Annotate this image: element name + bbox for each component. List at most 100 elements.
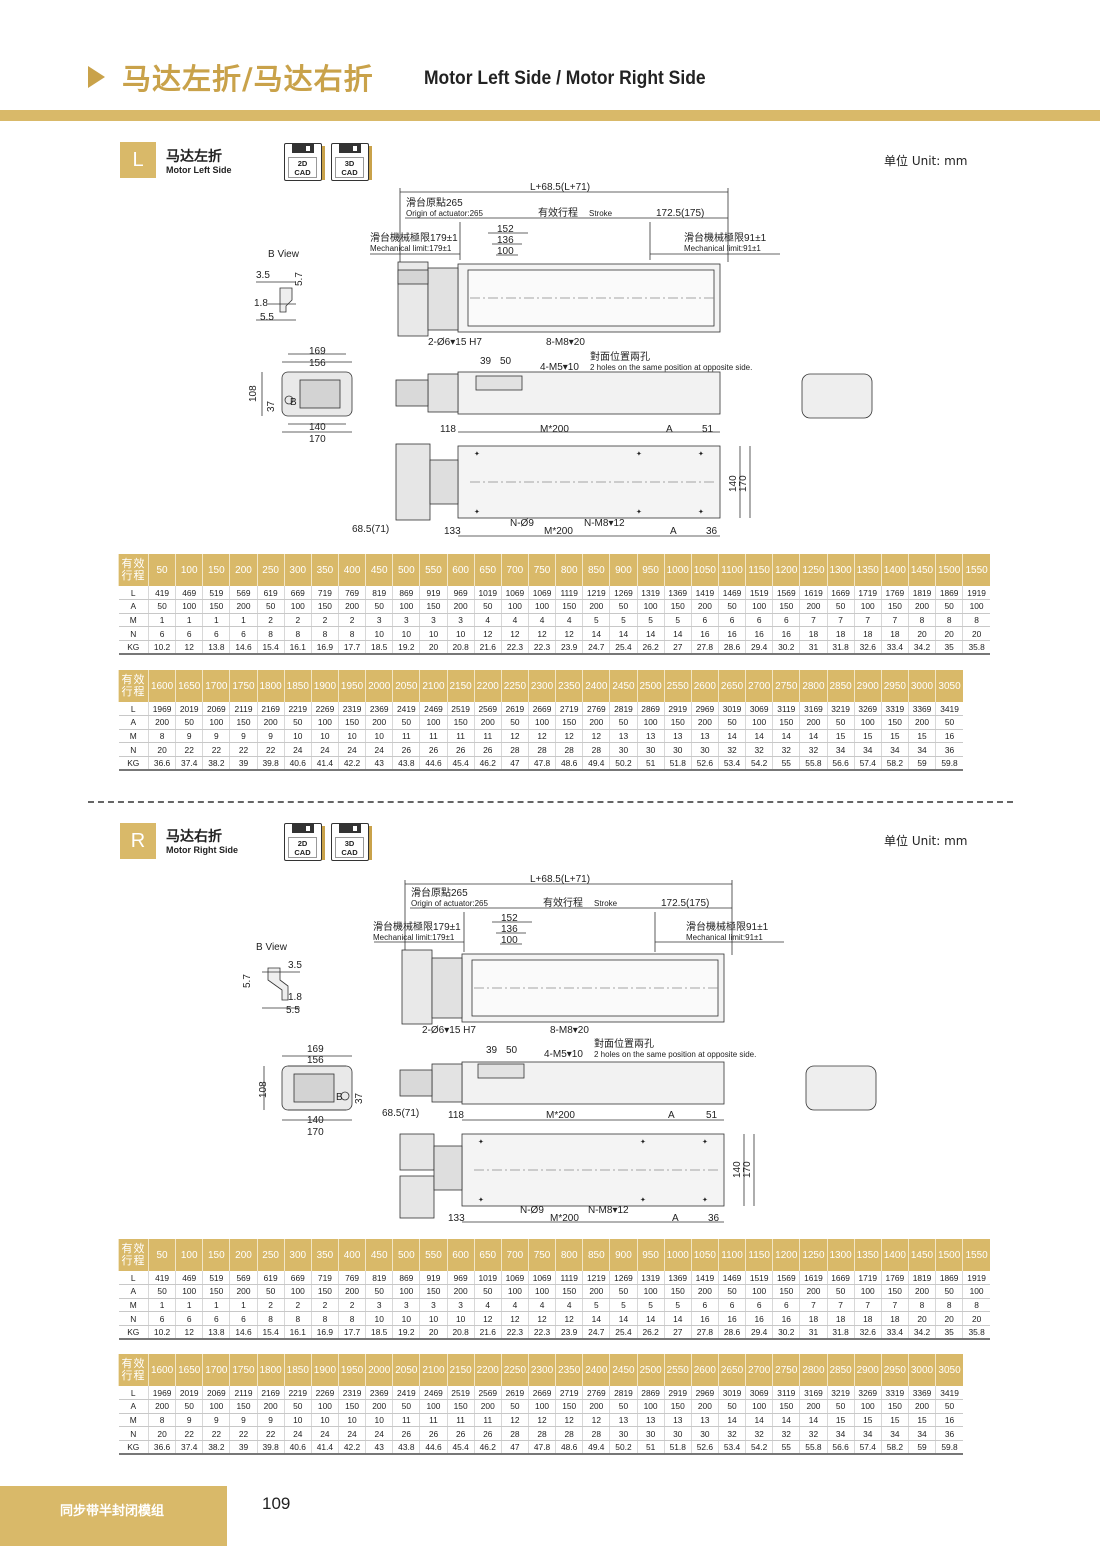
table-cell: 8	[935, 1298, 963, 1313]
table-cell: 15	[880, 729, 909, 744]
table-cell: 100	[283, 1284, 312, 1299]
stroke-header-cell: 1700	[202, 670, 230, 702]
dim-v170: 170	[738, 475, 749, 492]
table-cell: 50	[256, 1284, 285, 1299]
table-cell: 14	[663, 1311, 692, 1326]
table-cell: 24.7	[582, 640, 610, 655]
table-cell: 200	[907, 715, 936, 730]
table-cell: 10	[392, 1311, 420, 1326]
table-cell: 2819	[609, 1386, 638, 1401]
table-cell: 32	[717, 1426, 746, 1441]
stroke-header-cell: 1350	[853, 554, 882, 586]
table-cell: 6	[717, 613, 746, 628]
table-cell: 2419	[392, 702, 420, 717]
b-view-label: B View	[256, 942, 288, 953]
stroke-header-cell: 1550	[962, 554, 990, 586]
table-cell: 16.9	[310, 1325, 339, 1340]
table-cell: 14	[745, 729, 773, 744]
table-cell: 45.4	[446, 1440, 475, 1455]
svg-text:✦: ✦	[640, 1138, 646, 1146]
table-cell: 3069	[745, 1386, 773, 1401]
stroke-header-label: 有效行程	[118, 1239, 149, 1271]
stroke-header-cell: 1250	[799, 554, 828, 586]
table-cell: 200	[582, 1284, 610, 1299]
table-cell: 50	[392, 1399, 420, 1414]
table-cell: 22	[175, 1426, 203, 1441]
table-cell: 100	[500, 1284, 529, 1299]
stroke-header-cell: 2850	[826, 670, 855, 702]
svg-text:✦: ✦	[636, 450, 642, 458]
table-cell: 13	[636, 729, 665, 744]
table-cell: 13	[609, 729, 638, 744]
dim-end: 172.5(175)	[656, 208, 704, 219]
dim-origin-en: Origin of actuator:265	[406, 209, 483, 218]
dim-170: 170	[307, 1127, 324, 1138]
row-label: L	[118, 586, 149, 601]
dim-m200b: M*200	[550, 1213, 579, 1224]
table-cell: 14	[745, 1413, 773, 1428]
table-cell: 200	[907, 1399, 936, 1414]
stroke-header-cell: 2050	[392, 670, 420, 702]
table-cell: 34	[907, 1426, 936, 1441]
cad-3d-label: 3D	[344, 839, 355, 848]
table-cell: 2769	[582, 702, 610, 717]
row-label: A	[118, 599, 149, 614]
table-cell: 7	[799, 613, 828, 628]
table-cell: 5	[636, 1298, 665, 1313]
dim-152: 152	[497, 224, 514, 235]
table-cell: 3	[446, 613, 475, 628]
table-cell: 50	[175, 715, 203, 730]
dim-39: 39	[480, 356, 492, 367]
table-cell: 24	[310, 742, 339, 757]
table-cell: 14.6	[229, 1325, 258, 1340]
table-cell: 43	[365, 1440, 393, 1455]
table-cell: 50	[175, 1399, 203, 1414]
table-cell: 16	[935, 1413, 963, 1428]
table-cell: 51	[636, 756, 665, 771]
table-cell: 200	[147, 1399, 176, 1414]
table-cell: 2	[310, 613, 339, 628]
table-cell: 150	[337, 1399, 366, 1414]
dim-m200: M*200	[546, 1110, 575, 1121]
dim-origin-cn: 滑台原點265	[411, 886, 468, 899]
table-cell: 31.8	[826, 1325, 855, 1340]
stroke-header-cell: 200	[229, 554, 258, 586]
table-cell: 16	[717, 1311, 746, 1326]
table-cell: 9	[202, 1413, 230, 1428]
table-cell: 3	[392, 1298, 420, 1313]
cad-3d-label-sub: CAD	[341, 848, 358, 857]
table-cell: 12	[555, 1413, 583, 1428]
stroke-header-cell: 1900	[310, 670, 339, 702]
table-cell: 18	[826, 626, 855, 641]
table-cell: 53.4	[717, 756, 746, 771]
table-cell: 2	[256, 1298, 285, 1313]
stroke-header-cell: 1500	[935, 554, 963, 586]
table-cell: 24	[365, 742, 393, 757]
table-cell: 3319	[880, 702, 909, 717]
table-cell: 100	[636, 1399, 665, 1414]
stroke-header-cell: 1000	[663, 1239, 692, 1271]
table-cell: 48.6	[555, 756, 583, 771]
table-cell: 20	[147, 1426, 176, 1441]
table-cell: 50	[935, 715, 963, 730]
table-cell: 2069	[202, 1386, 230, 1401]
stroke-header-cell: 1950	[337, 670, 366, 702]
table-cell: 2369	[365, 1386, 393, 1401]
table-cell: 200	[337, 599, 366, 614]
table-cell: 2969	[690, 702, 719, 717]
table-cell: 1369	[663, 1271, 692, 1286]
stroke-header-cell: 950	[636, 554, 665, 586]
dim-m200: M*200	[540, 424, 569, 435]
table-cell: 10	[337, 1413, 366, 1428]
table-cell: 150	[419, 599, 448, 614]
row-label: L	[118, 702, 149, 717]
table-cell: 100	[500, 599, 529, 614]
stroke-header-cell: 1000	[663, 554, 692, 586]
table-cell: 37.4	[175, 756, 203, 771]
stroke-header-cell: 2750	[772, 1354, 800, 1386]
